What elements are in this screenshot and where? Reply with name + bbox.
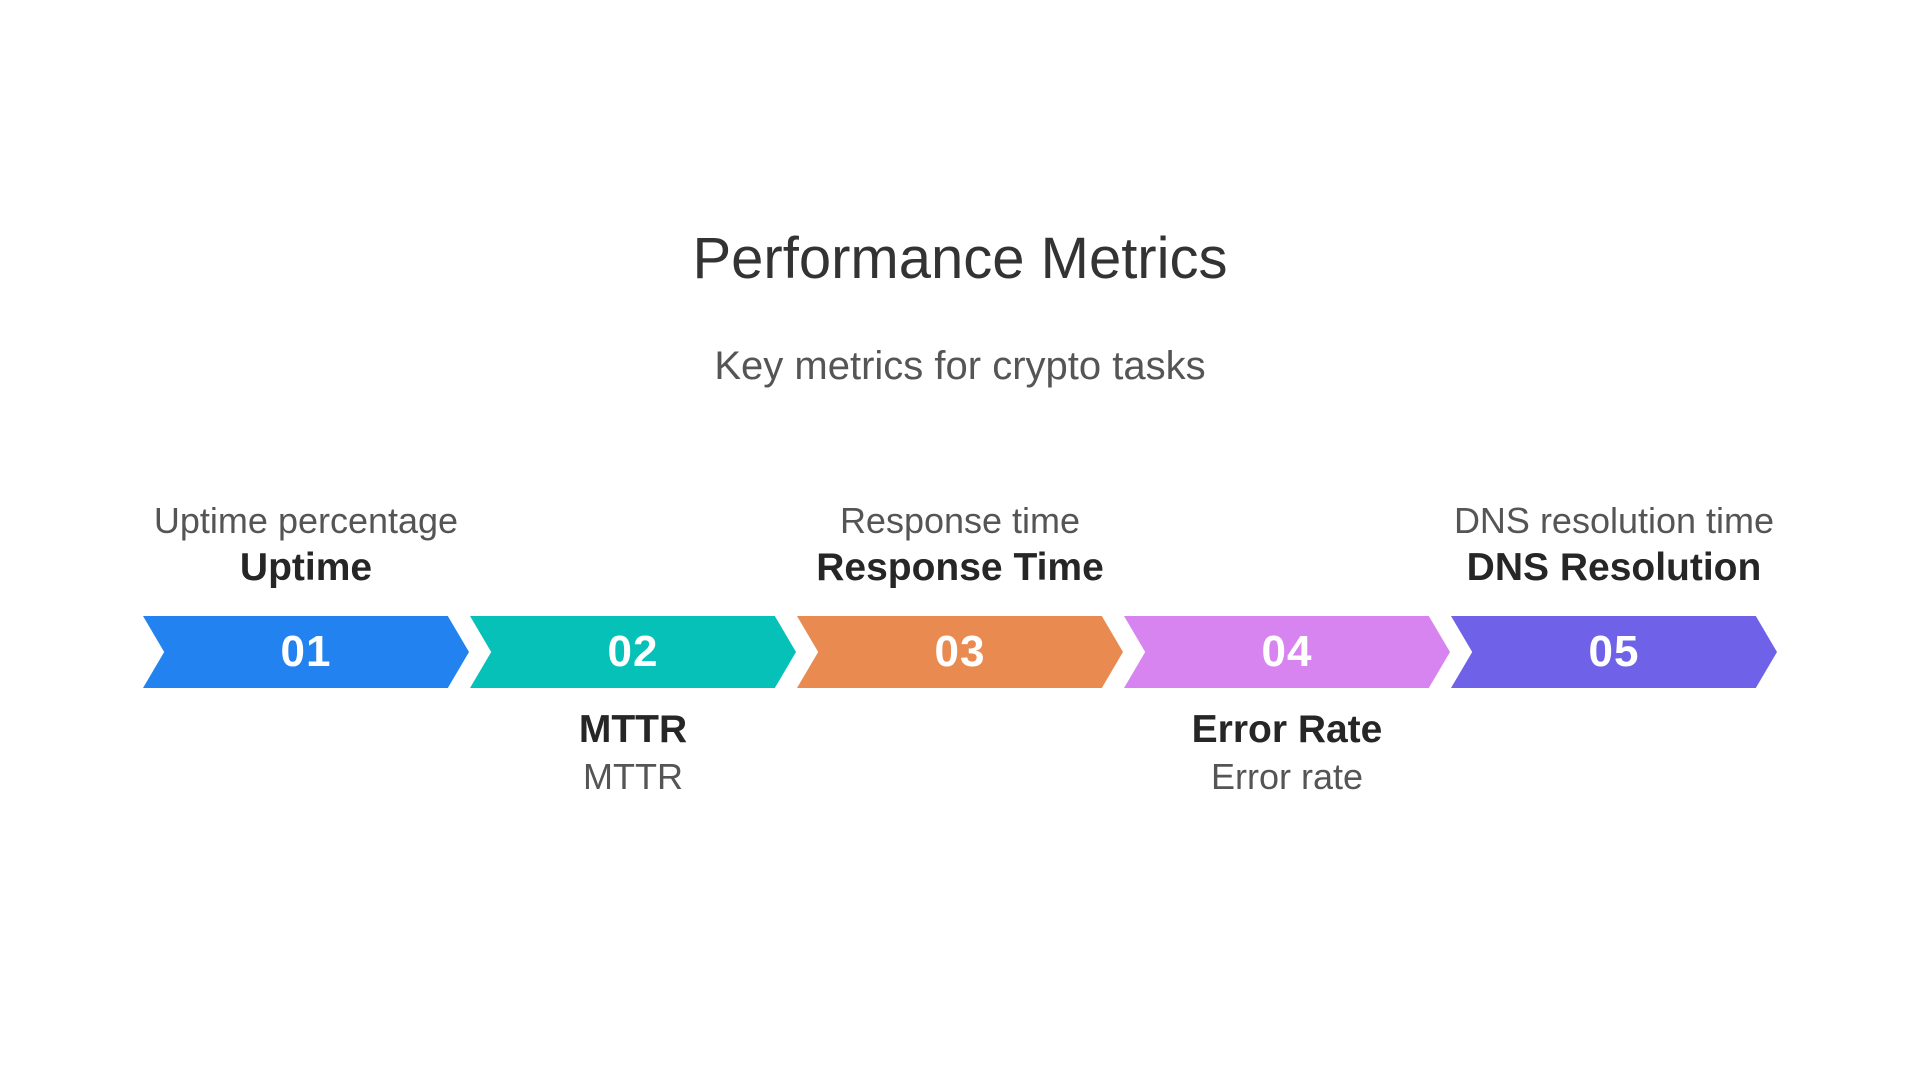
step-number: 05 (1588, 627, 1640, 676)
process-step: DNS resolution time DNS Resolution 05 DN… (1451, 498, 1777, 808)
process-step: Uptime percentage Uptime 01 Uptime Uptim… (143, 498, 469, 808)
step-description: Response time (839, 500, 1081, 541)
process-step: Response time Response Time 03 Response … (797, 498, 1123, 808)
process-step: MTTR MTTR 02 MTTR MTTR (470, 498, 796, 808)
step-chevron-arrow: 02 (470, 616, 796, 688)
step-number: 01 (280, 627, 332, 676)
step-label: MTTR (578, 708, 688, 751)
step-description: Uptime percentage (153, 500, 459, 541)
step-label: Error Rate (1191, 708, 1383, 751)
page-subtitle: Key metrics for crypto tasks (714, 344, 1206, 388)
step-label-block-top: DNS resolution time DNS Resolution (1451, 498, 1777, 592)
step-description: MTTR (583, 756, 683, 797)
step-label: Response Time (816, 546, 1104, 589)
step-label-block-top: Response time Response Time (797, 498, 1123, 592)
step-label: Uptime (239, 546, 373, 589)
step-number: 03 (934, 627, 986, 676)
step-label: DNS Resolution (1466, 546, 1762, 589)
step-description: DNS resolution time (1453, 500, 1775, 541)
process-step: Error rate Error Rate 04 Error Rate Erro… (1124, 498, 1450, 808)
step-label-block-bottom: MTTR MTTR (470, 706, 796, 800)
page-title: Performance Metrics (692, 226, 1228, 291)
step-label-block-bottom: Error Rate Error rate (1124, 706, 1450, 800)
step-chevron-arrow: 05 (1451, 616, 1777, 688)
process-arrow-diagram: Uptime percentage Uptime 01 Uptime Uptim… (0, 498, 1920, 808)
step-chevron-arrow: 03 (797, 616, 1123, 688)
step-chevron-arrow: 04 (1124, 616, 1450, 688)
step-description: Error rate (1210, 756, 1364, 797)
step-number: 04 (1261, 627, 1313, 676)
step-chevron-arrow: 01 (143, 616, 469, 688)
step-number: 02 (607, 627, 659, 676)
step-label-block-top: Uptime percentage Uptime (143, 498, 469, 592)
